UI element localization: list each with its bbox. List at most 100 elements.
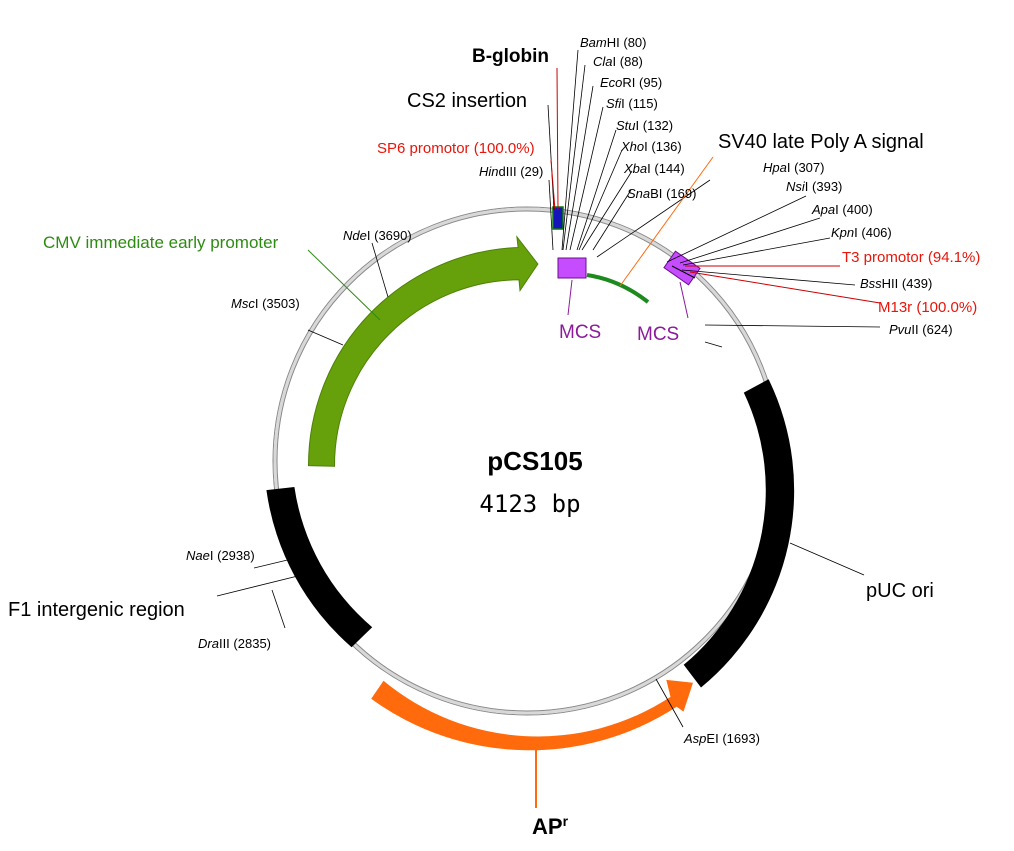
apr-main-text: AP <box>532 814 563 839</box>
site-kpni: KpnI (406) <box>831 225 892 240</box>
site-hpai-name: Hpa <box>763 160 787 175</box>
apr-sup-text: r <box>563 813 569 829</box>
site-aspei-suffix: EI <box>706 731 718 746</box>
cs2-leader <box>547 104 555 211</box>
site-ndei-suffix: I <box>367 228 371 243</box>
site-ecori-name: Eco <box>600 75 622 90</box>
site-naei: NaeI (2938) <box>186 548 255 563</box>
site-hpai: HpaI (307) <box>763 160 824 175</box>
sv40-polya-arc <box>586 273 650 304</box>
site-pvuii: PvuII (624) <box>889 322 953 337</box>
mcs-box-right <box>663 250 701 286</box>
mcs-right-ticks <box>671 265 696 279</box>
site-bsshii: BssHII (439) <box>860 276 932 291</box>
apr-label: APr <box>532 813 569 839</box>
site-bamhi-suffix: HI <box>607 35 620 50</box>
site-clai-name: Cla <box>593 54 613 69</box>
site-xbai: XbaI (144) <box>623 161 685 176</box>
site-nsii-name: Nsi <box>786 179 806 194</box>
puc-ori-label: pUC ori <box>866 580 934 602</box>
site-sfii-suffix: I <box>621 96 625 111</box>
m13r-label: M13r (100.0%) <box>878 299 977 316</box>
cs2-insertion-label: CS2 insertion <box>407 90 527 112</box>
sv40-label: SV40 late Poly A signal <box>718 131 924 153</box>
f1-intergenic-feature <box>266 487 373 648</box>
site-ecori: EcoRI (95) <box>600 75 662 90</box>
site-apai: ApaI (400) <box>811 202 873 217</box>
b-globin-leader <box>556 67 559 211</box>
site-kpni-pos: (406) <box>861 225 891 240</box>
site-aspei-name: Asp <box>683 731 706 746</box>
apr-arrow <box>371 679 693 751</box>
site-kpni-name: Kpn <box>831 225 854 240</box>
site-naei-pos: (2938) <box>217 548 255 563</box>
mcs-left-label: MCS <box>559 322 601 343</box>
b-globin-label: B-globin <box>472 46 549 67</box>
site-pvuii-pos: (624) <box>922 322 952 337</box>
site-aspei: AspEI (1693) <box>683 731 760 746</box>
site-sfii-name: Sfi <box>606 96 622 111</box>
site-snabi-name: Sna <box>627 186 650 201</box>
site-draiii: DraIII (2835) <box>198 636 271 651</box>
site-snabi: SnaBI (169) <box>627 186 696 201</box>
site-msci-pos: (3503) <box>262 296 300 311</box>
site-draiii-name: Dra <box>198 636 219 651</box>
site-clai: ClaI (88) <box>593 54 643 69</box>
site-sfii: SfiI (115) <box>606 96 658 111</box>
site-msci-suffix: I <box>255 296 259 311</box>
site-bamhi: BamHI (80) <box>580 35 646 50</box>
site-bamhi-pos: (80) <box>623 35 646 50</box>
b-globin-insert <box>552 206 564 230</box>
sp6-leader <box>550 159 556 211</box>
leader-lines <box>216 49 881 728</box>
sp6-promotor-label: SP6 promotor (100.0%) <box>377 140 535 157</box>
site-naei-name: Nae <box>186 548 210 563</box>
site-msci-name: Msc <box>231 296 255 311</box>
site-nsii-pos: (393) <box>812 179 842 194</box>
site-stui-suffix: I <box>636 118 640 133</box>
site-naei-suffix: I <box>210 548 214 563</box>
site-nsii-suffix: I <box>805 179 809 194</box>
site-hindiii: HindIII (29) <box>479 164 543 179</box>
cmv-leader <box>307 249 381 321</box>
site-xbai-name: Xba <box>623 161 647 176</box>
site-apai-name: Apa <box>811 202 835 217</box>
mcs-left-leader <box>567 279 573 316</box>
site-pvuii-name: Pvu <box>889 322 911 337</box>
puc-ori-feature <box>683 379 795 688</box>
cmv-promoter-arrow <box>307 235 539 467</box>
site-xhoi-pos: (136) <box>651 139 681 154</box>
site-aspei-pos: (1693) <box>722 731 760 746</box>
site-ecori-pos: (95) <box>639 75 662 90</box>
site-msci: MscI (3503) <box>231 296 300 311</box>
site-xhoi-name: Xho <box>620 139 644 154</box>
site-ndei-name: Nde <box>343 228 367 243</box>
site-xhoi-suffix: I <box>644 139 648 154</box>
site-clai-pos: (88) <box>620 54 643 69</box>
site-stui: StuI (132) <box>616 118 673 133</box>
site-apai-suffix: I <box>835 202 839 217</box>
mcs-right-leader <box>679 281 689 319</box>
site-hpai-suffix: I <box>787 160 791 175</box>
site-sfii-pos: (115) <box>628 96 657 111</box>
site-hindiii-name: Hin <box>479 164 499 179</box>
site-xhoi: XhoI (136) <box>620 139 682 154</box>
plasmid-name: pCS105 <box>487 446 582 476</box>
site-draiii-suffix: III <box>219 636 230 651</box>
site-hpai-pos: (307) <box>794 160 824 175</box>
site-xbai-pos: (144) <box>654 161 684 176</box>
mcs-right-label: MCS <box>637 324 679 345</box>
f1-intergenic-label: F1 intergenic region <box>8 599 185 621</box>
site-bsshii-name: Bss <box>860 276 882 291</box>
site-ndei-pos: (3690) <box>374 228 412 243</box>
site-stui-name: Stu <box>616 118 636 133</box>
site-hindiii-suffix: dIII <box>499 164 517 179</box>
site-draiii-pos: (2835) <box>233 636 271 651</box>
t3-promotor-label: T3 promotor (94.1%) <box>842 249 980 266</box>
site-snabi-pos: (169) <box>666 186 696 201</box>
site-clai-suffix: I <box>613 54 617 69</box>
mcs-box-left <box>557 257 587 279</box>
site-snabi-suffix: BI <box>650 186 662 201</box>
